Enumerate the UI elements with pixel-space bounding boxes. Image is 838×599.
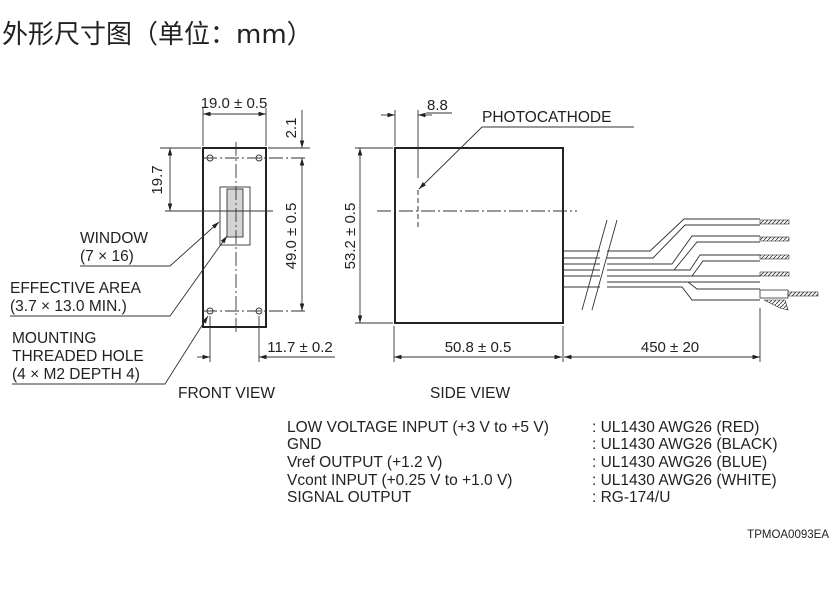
wire-signal: Vref OUTPUT (+1.2 V) <box>287 454 442 471</box>
dim-top-offset: 2.1 <box>283 118 300 139</box>
mounting-label: MOUNTING <box>12 330 96 347</box>
photocathode-label: PHOTOCATHODE <box>482 109 611 126</box>
dim-cable-length: 450 ± 20 <box>641 339 699 356</box>
wire-cable: : RG-174/U <box>592 489 670 506</box>
window-label: WINDOW <box>80 230 148 247</box>
effective-area <box>226 188 244 238</box>
window-outline <box>219 186 251 246</box>
drawing-code: TPMOA0093EA <box>747 529 829 541</box>
dim-window-center: 19.7 <box>149 165 166 194</box>
dim-hole-pitch-vertical: 49.0 ± 0.5 <box>283 203 300 270</box>
side-view: 8.8 PHOTOCATHODE 53.2 ± 0.5 50.8 ± 0.5 4… <box>342 97 819 402</box>
wire-ends <box>759 219 819 311</box>
front-body-outline <box>202 147 267 328</box>
dim-photocathode-depth: 8.8 <box>427 97 448 114</box>
dim-hole-pitch-horizontal: 11.7 ± 0.2 <box>267 339 333 356</box>
effective-area-label: EFFECTIVE AREA <box>10 280 142 297</box>
wire-cable: : UL1430 AWG26 (RED) <box>592 419 759 436</box>
wire-signal: Vcont INPUT (+0.25 V to +1.0 V) <box>287 472 512 489</box>
wire-signal: GND <box>287 436 321 453</box>
wire-signal: SIGNAL OUTPUT <box>287 489 412 506</box>
front-view: 19.0 ± 0.5 2.1 19.7 49.0 ± 0.5 11.7 ± 0.… <box>10 95 335 402</box>
page-title: 外形尺寸图（单位：mm） <box>2 20 313 50</box>
wire-signal: LOW VOLTAGE INPUT (+3 V to +5 V) <box>287 419 549 436</box>
dim-height: 53.2 ± 0.5 <box>342 203 359 270</box>
effective-area-size: (3.7 × 13.0 MIN.) <box>10 298 127 315</box>
side-view-caption: SIDE VIEW <box>430 385 510 402</box>
front-view-caption: FRONT VIEW <box>178 385 275 402</box>
window-size: (7 × 16) <box>80 248 134 265</box>
wiring-table: LOW VOLTAGE INPUT (+3 V to +5 V) : UL143… <box>287 419 778 506</box>
dim-length: 50.8 ± 0.5 <box>445 339 512 356</box>
cables <box>563 218 760 311</box>
wire-cable: : UL1430 AWG26 (BLUE) <box>592 454 767 471</box>
wire-cable: : UL1430 AWG26 (WHITE) <box>592 472 777 489</box>
mounting-label: (4 × M2 DEPTH 4) <box>12 366 140 383</box>
wire-cable: : UL1430 AWG26 (BLACK) <box>592 436 778 453</box>
mounting-label: THREADED HOLE <box>12 348 144 365</box>
dim-front-width: 19.0 ± 0.5 <box>201 95 268 112</box>
side-body-outline <box>394 147 564 324</box>
